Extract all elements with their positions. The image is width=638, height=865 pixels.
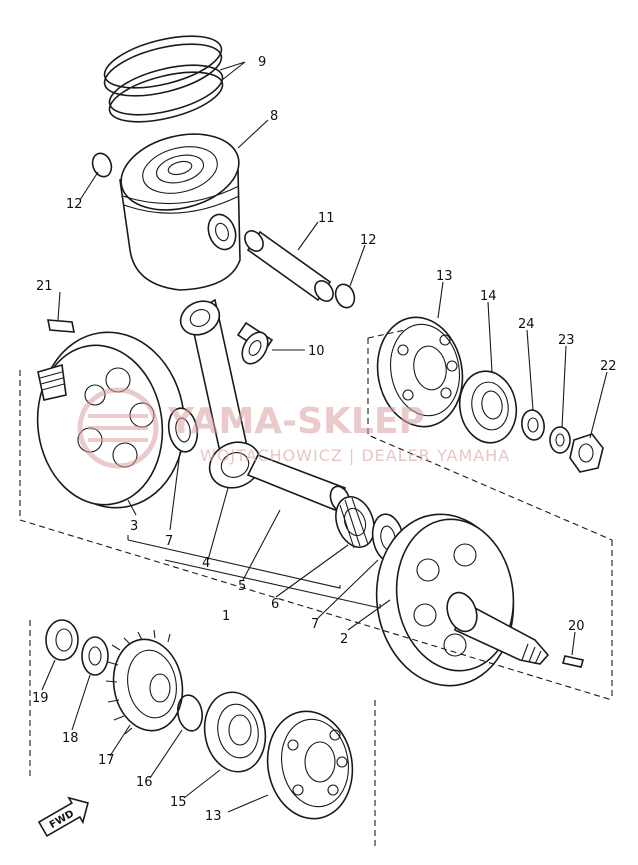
assembly-outline-lower [29, 620, 376, 850]
woodruff-key-21 [47, 319, 75, 333]
callout-14: 14 [480, 289, 497, 304]
callout-11: 11 [318, 211, 335, 226]
callout-10: 10 [308, 344, 325, 359]
assembly-outline-upper [367, 329, 613, 541]
callout-13-lower: 13 [205, 809, 222, 824]
callout-9: 9 [258, 55, 266, 70]
callout-18: 18 [62, 731, 79, 746]
key-20 [561, 655, 585, 668]
callout-13-upper: 13 [436, 269, 453, 284]
callout-7-left: 7 [165, 534, 173, 549]
callout-23: 23 [558, 333, 575, 348]
o-ring-16 [176, 694, 204, 732]
callout-19: 19 [32, 691, 49, 706]
washer-23 [549, 426, 571, 454]
spacer-24 [521, 409, 545, 441]
callout-2: 2 [340, 632, 348, 647]
callout-3: 3 [130, 519, 138, 534]
assembly-bracket [127, 535, 381, 609]
main-bearing-upper [376, 316, 464, 428]
callout-21: 21 [36, 279, 53, 294]
watermark-logo-icon [77, 387, 159, 469]
piston-pin [244, 230, 334, 302]
leader-lines [41, 61, 608, 813]
forward-arrow-icon: FWD [37, 796, 89, 838]
watermark-subtitle: WOJTACHOWICZ | DEALER YAMAHA [200, 446, 510, 465]
piston-rings [103, 35, 224, 123]
callout-5: 5 [238, 579, 246, 594]
callout-1: 1 [222, 609, 230, 624]
watermark-title: YAMA-SKLEP [167, 401, 425, 442]
assembly-outline-crank [19, 370, 613, 701]
callout-6: 6 [271, 597, 279, 612]
connecting-rod [179, 298, 262, 489]
callout-20: 20 [568, 619, 585, 634]
oil-seal-15 [203, 691, 267, 773]
nut-22 [569, 433, 604, 473]
callout-12-left: 12 [66, 197, 83, 212]
piston [119, 133, 241, 291]
big-end-bearing [335, 496, 375, 549]
callout-8: 8 [270, 109, 278, 124]
callout-7-right: 7 [311, 617, 319, 632]
washer-18 [81, 636, 109, 676]
callout-16: 16 [136, 775, 153, 790]
small-end-bearing [236, 321, 274, 365]
circlip-right [334, 283, 356, 309]
oil-seal-14 [458, 370, 518, 444]
primary-gear-17 [105, 629, 184, 735]
circlip-left [91, 152, 113, 178]
watermark: YAMA-SKLEP WOJTACHOWICZ | DEALER YAMAHA [77, 387, 510, 469]
main-bearing-lower [266, 710, 354, 820]
collar-19 [45, 619, 79, 661]
callout-24: 24 [518, 317, 535, 332]
callout-15: 15 [170, 795, 187, 810]
callout-4: 4 [202, 556, 210, 571]
callout-12-right: 12 [360, 233, 377, 248]
thrust-washer-left [167, 407, 199, 453]
callout-22: 22 [600, 359, 617, 374]
callout-numbers: 9 8 12 11 12 21 10 13 14 24 23 22 3 7 4 … [32, 55, 617, 824]
crank-wheel-right [375, 513, 550, 687]
callout-17: 17 [98, 753, 115, 768]
